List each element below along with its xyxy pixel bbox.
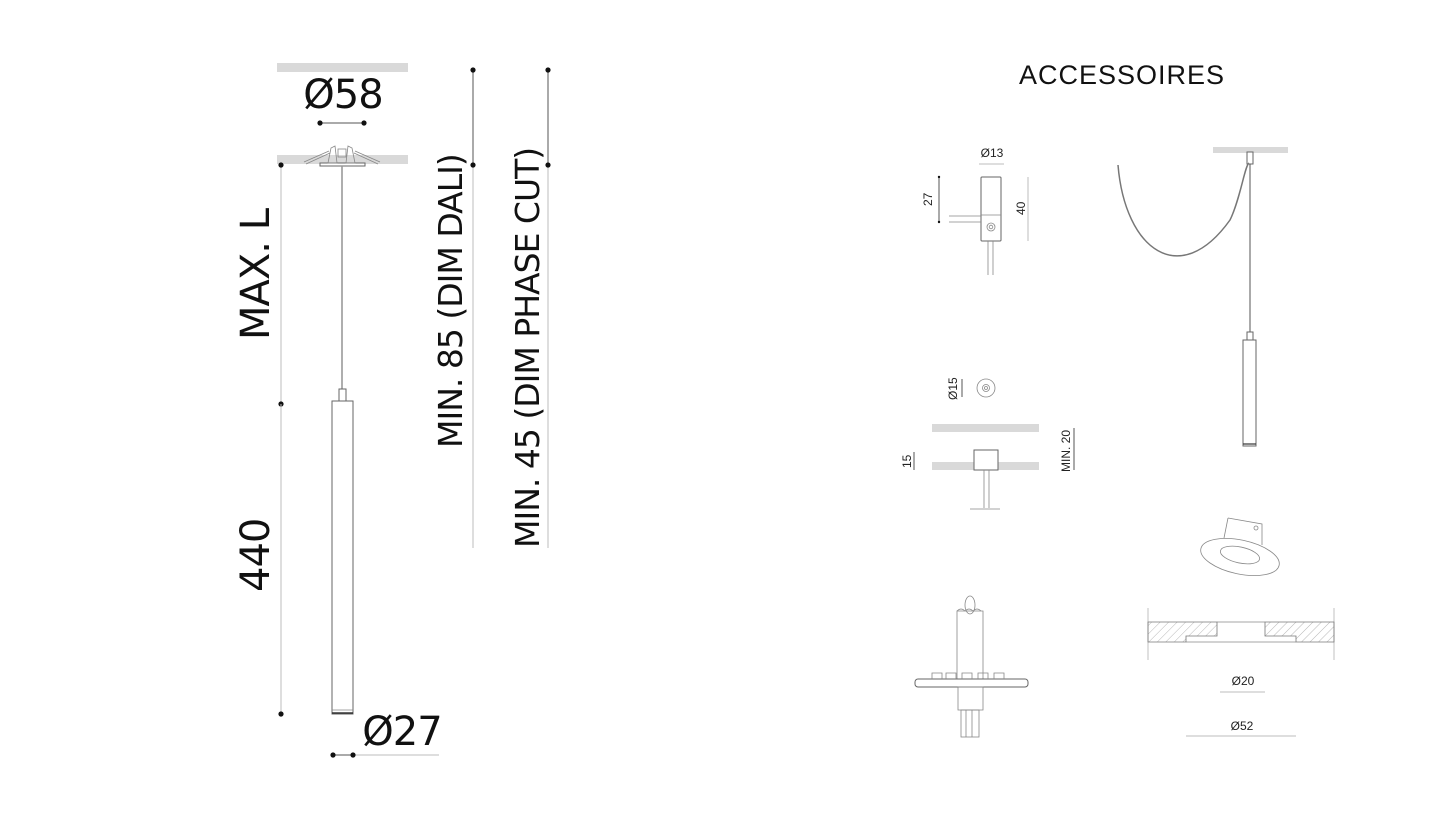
- cable-loop: [1117, 162, 1250, 257]
- mounting-tool-accessory: [914, 595, 1029, 738]
- min-phase-cut-label: MIN. 45 (DIM PHASE CUT): [508, 148, 547, 548]
- ceiling-cap-accessory: Ø15 15 MIN. 20: [900, 377, 1075, 510]
- ceiling-bar-bottom: [277, 155, 408, 164]
- diameter-top-label: Ø58: [303, 72, 382, 118]
- cap-diameter-label: Ø15: [946, 377, 960, 400]
- trimless-ring-accessory: Ø20 Ø52: [1147, 517, 1335, 737]
- diameter-bottom-label: Ø27: [362, 709, 441, 755]
- max-length-label: MAX. L: [233, 207, 279, 340]
- clamp-height-a-label: 27: [921, 192, 935, 206]
- clamp-diameter-label: Ø13: [981, 146, 1004, 160]
- trimless-outer-diameter-label: Ø52: [1231, 719, 1254, 733]
- cable-clamp-accessory: Ø13 27 40: [921, 146, 1029, 275]
- min-dali-label: MIN. 85 (DIM DALI): [431, 154, 470, 448]
- cap-min-thickness-label: MIN. 20: [1059, 430, 1073, 472]
- accessories-title: ACCESSOIRES: [1019, 60, 1225, 90]
- ceiling-bar-top: [277, 63, 408, 72]
- pendant-tube: [331, 400, 354, 715]
- cap-depth-label: 15: [900, 454, 914, 468]
- suspension-illustration: [1117, 147, 1288, 447]
- trimless-inner-diameter-label: Ø20: [1232, 674, 1255, 688]
- main-pendant-drawing: Ø58 MAX. L 4: [233, 63, 551, 758]
- body-length-label: 440: [233, 519, 279, 592]
- recessed-canopy: [303, 145, 381, 167]
- clamp-height-b-label: 40: [1014, 201, 1028, 215]
